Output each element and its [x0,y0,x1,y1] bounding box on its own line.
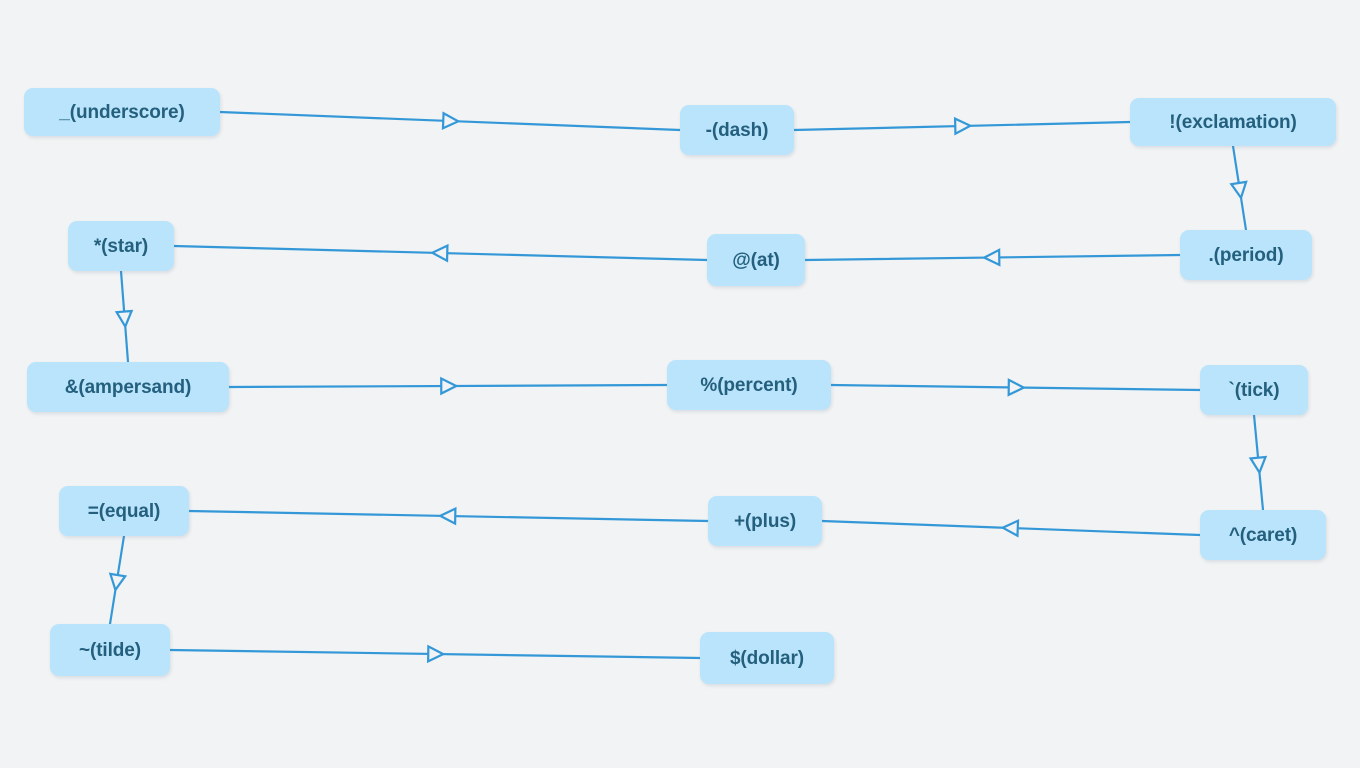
flowchart-node-period[interactable]: .(period) [1180,230,1312,280]
edge-line [172,244,709,262]
edge-line [218,110,682,132]
edge-line [187,509,710,523]
edge-arrowhead-icon [440,376,459,396]
edge-line [119,269,130,364]
flowchart-edge-period-to-at [803,248,1182,267]
flowchart-node-label: ~(tilde) [78,639,141,661]
flowchart-node-label: `(tick) [1228,379,1280,401]
edge-arrowhead-icon [114,309,134,330]
edge-arrowhead-icon [429,243,449,263]
edge-line [108,534,126,626]
flowchart-node-label: @(at) [732,249,780,271]
flowchart-node-equal[interactable]: =(equal) [59,486,189,536]
flowchart-node-tilde[interactable]: ~(tilde) [50,624,170,676]
flowchart-node-label: &(ampersand) [64,376,192,398]
flowchart-node-label: *(star) [93,235,149,257]
edge-line [1252,413,1265,512]
flowchart-node-label: +(plus) [733,510,797,532]
flowchart-node-label: $(dollar) [729,647,805,669]
flowchart-node-label: %(percent) [700,374,798,396]
flowchart-node-star[interactable]: *(star) [68,221,174,271]
flowchart-node-label: ^(caret) [1228,524,1298,546]
edge-arrowhead-icon [437,506,457,526]
flowchart-node-label: -(dash) [705,119,769,141]
edge-line [227,383,669,389]
edge-line [829,383,1202,392]
flowchart-edge-plus-to-equal [187,506,710,526]
flowchart-node-dollar[interactable]: $(dollar) [700,632,834,684]
flowchart-edge-star-to-ampersand [114,269,134,364]
edge-arrowhead-icon [1007,378,1027,397]
edge-arrowhead-icon [1248,455,1268,476]
edge-arrowhead-icon [1229,180,1248,201]
flowchart-node-ampersand[interactable]: &(ampersand) [27,362,229,412]
flowchart-node-dash[interactable]: -(dash) [680,105,794,155]
flowchart-node-label: !(exclamation) [1169,111,1297,133]
flowchart-edge-equal-to-tilde [108,534,128,626]
flowchart-node-label: _(underscore) [59,101,185,123]
flowchart-node-underscore[interactable]: _(underscore) [24,88,220,136]
flowchart-node-at[interactable]: @(at) [707,234,805,286]
flowchart-edge-ampersand-to-percent [227,376,669,396]
edge-line [1231,144,1248,232]
flowchart-edge-underscore-to-dash [218,110,682,132]
edge-arrowhead-icon [427,644,446,664]
flowchart-edge-at-to-star [172,243,709,263]
edge-arrowhead-icon [1000,519,1020,538]
flowchart-node-label: .(period) [1208,244,1284,266]
flowchart-node-label: =(equal) [87,500,161,522]
flowchart-node-plus[interactable]: +(plus) [708,496,822,546]
edge-line [792,120,1132,132]
flowchart-edge-dash-to-exclamation [792,116,1132,136]
edge-line [803,253,1182,262]
edge-arrowhead-icon [441,111,461,130]
edge-line [168,648,702,660]
edge-arrowhead-icon [953,116,973,136]
flowchart-edge-exclamation-to-period [1229,144,1248,232]
flowchart-node-percent[interactable]: %(percent) [667,360,831,410]
edge-line [820,519,1202,537]
flowchart-node-tick[interactable]: `(tick) [1200,365,1308,415]
edge-arrowhead-icon [981,248,1001,267]
flowchart-edge-caret-to-plus [820,519,1202,538]
flowchart-edge-tick-to-caret [1248,413,1268,512]
flowchart-edge-tilde-to-dollar [168,644,702,664]
edge-arrowhead-icon [108,572,128,593]
flowchart-node-caret[interactable]: ^(caret) [1200,510,1326,560]
flowchart-edge-percent-to-tick [829,378,1202,397]
flowchart-node-exclamation[interactable]: !(exclamation) [1130,98,1336,146]
